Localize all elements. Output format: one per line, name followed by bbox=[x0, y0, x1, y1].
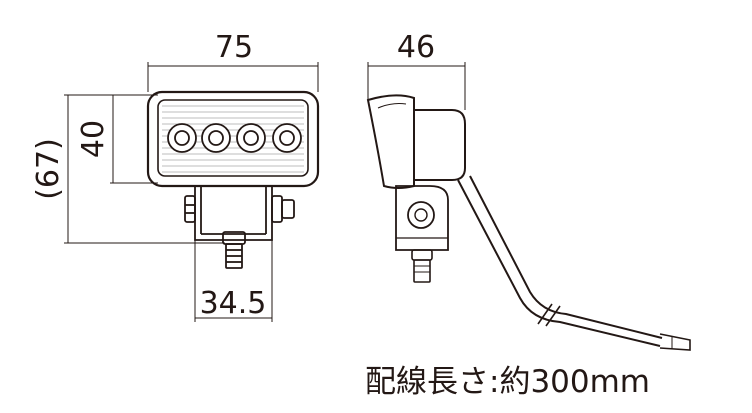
led-array bbox=[167, 123, 302, 153]
side-rear-plate bbox=[414, 109, 466, 181]
side-cable bbox=[457, 179, 661, 347]
cable-break-marks bbox=[537, 303, 561, 327]
dim-overall-height-lines bbox=[64, 94, 225, 244]
side-view bbox=[366, 62, 691, 351]
dim-overall-height-label: (67) bbox=[31, 138, 66, 200]
dim-lens-height-label: 40 bbox=[76, 120, 111, 158]
dim-bracket-width-label: 34.5 bbox=[200, 286, 267, 321]
dim-depth-label: 46 bbox=[397, 30, 435, 65]
wiring-length-note: 配線長さ:約300mm bbox=[365, 364, 650, 400]
dim-lens-height-lines bbox=[110, 94, 158, 184]
dim-bracket-width-lines bbox=[194, 240, 273, 322]
side-housing bbox=[366, 94, 415, 189]
dim-width-lines bbox=[147, 62, 319, 92]
side-mount bbox=[395, 185, 449, 251]
dim-width-label: 75 bbox=[215, 30, 253, 65]
housing-outline bbox=[146, 90, 320, 188]
front-bracket bbox=[184, 186, 295, 269]
lens-outline bbox=[157, 99, 309, 177]
dim-depth-lines bbox=[367, 62, 466, 110]
front-view bbox=[64, 62, 320, 322]
lens-texture bbox=[162, 105, 304, 173]
